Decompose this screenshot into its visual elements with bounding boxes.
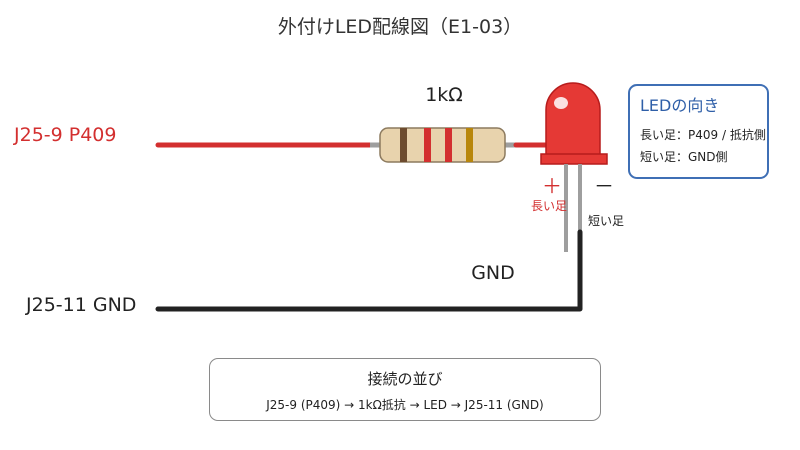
pin-gnd-label: J25-11 GND <box>26 294 137 316</box>
resistor-band-3 <box>445 128 452 162</box>
anode-plus-sign: ＋ <box>542 174 562 198</box>
led-dome <box>545 82 601 156</box>
connection-sequence-title: 接続の並び <box>367 370 443 388</box>
resistor-band-4 <box>466 128 473 162</box>
led-highlight <box>554 97 568 109</box>
led-orientation-box: LEDの向き 長い足：P409 / 抵抗側 短い足：GND側 <box>628 84 769 179</box>
gnd-wire <box>155 229 583 312</box>
pin-p409-label: J25-9 P409 <box>14 124 117 146</box>
resistor-label: 1kΩ <box>425 84 463 106</box>
resistor-body <box>379 127 506 163</box>
cathode-minus-sign: － <box>594 174 614 198</box>
gnd-wire-label: GND <box>471 262 515 284</box>
led-orientation-short: 短い足：GND側 <box>640 150 728 164</box>
long-leg-label: 長い足 <box>531 199 568 213</box>
page-title: 外付けLED配線図（E1-03） <box>277 16 523 38</box>
connection-sequence-box: 接続の並び J25-9 (P409) → 1kΩ抵抗 → LED → J25-1… <box>209 358 601 421</box>
connection-sequence-text: J25-9 (P409) → 1kΩ抵抗 → LED → J25-11 (GND… <box>266 398 544 412</box>
resistor-band-2 <box>424 128 431 162</box>
led-orientation-title: LEDの向き <box>640 96 720 115</box>
short-leg-label: 短い足 <box>588 214 625 228</box>
led-orientation-long: 長い足：P409 / 抵抗側 <box>640 128 766 142</box>
led-flange <box>540 153 608 165</box>
resistor-band-1 <box>400 128 407 162</box>
